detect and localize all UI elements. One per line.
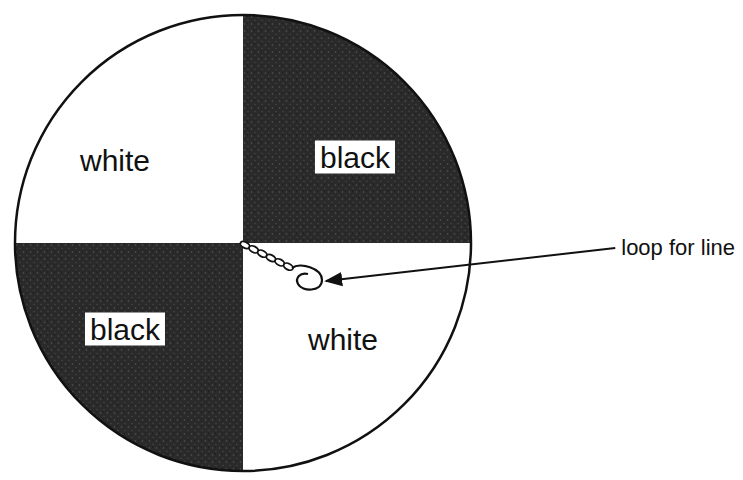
quadrant-shape: [243, 15, 471, 243]
black-quadrant: black: [243, 15, 471, 243]
white-quadrant: white: [243, 243, 471, 471]
text-holder: black: [315, 141, 395, 174]
quadrant-shape: [15, 243, 243, 471]
chain-loop: [239, 240, 322, 290]
chain-link: [248, 244, 260, 254]
quadrant-label: black: [85, 313, 165, 346]
callout-label: loop for line: [621, 236, 735, 260]
quadrant-shape: [243, 243, 471, 471]
quadrant-label: white: [80, 144, 150, 177]
quadrant-fill: [243, 243, 471, 471]
quadrant-fill: [15, 15, 243, 243]
chain-link: [239, 240, 251, 250]
leader-line: [326, 248, 615, 281]
quadrant-label: white: [308, 323, 378, 356]
text-holder: white: [80, 144, 150, 177]
chain-link: [283, 262, 295, 272]
quadrant-fill: [15, 243, 243, 471]
quadrant-shape: [15, 15, 243, 243]
quadrant-fill: [243, 15, 471, 243]
black-quadrant: black: [15, 243, 243, 471]
white-quadrant: white: [15, 15, 243, 243]
line-loop: [292, 266, 322, 290]
text-holder: black: [85, 313, 165, 346]
chain-link: [257, 249, 269, 259]
quadrant-label: black: [315, 141, 395, 174]
chain-link: [274, 257, 286, 267]
text-holder: white: [308, 323, 378, 356]
chain-link: [265, 253, 277, 263]
disk-outline: [15, 15, 471, 471]
